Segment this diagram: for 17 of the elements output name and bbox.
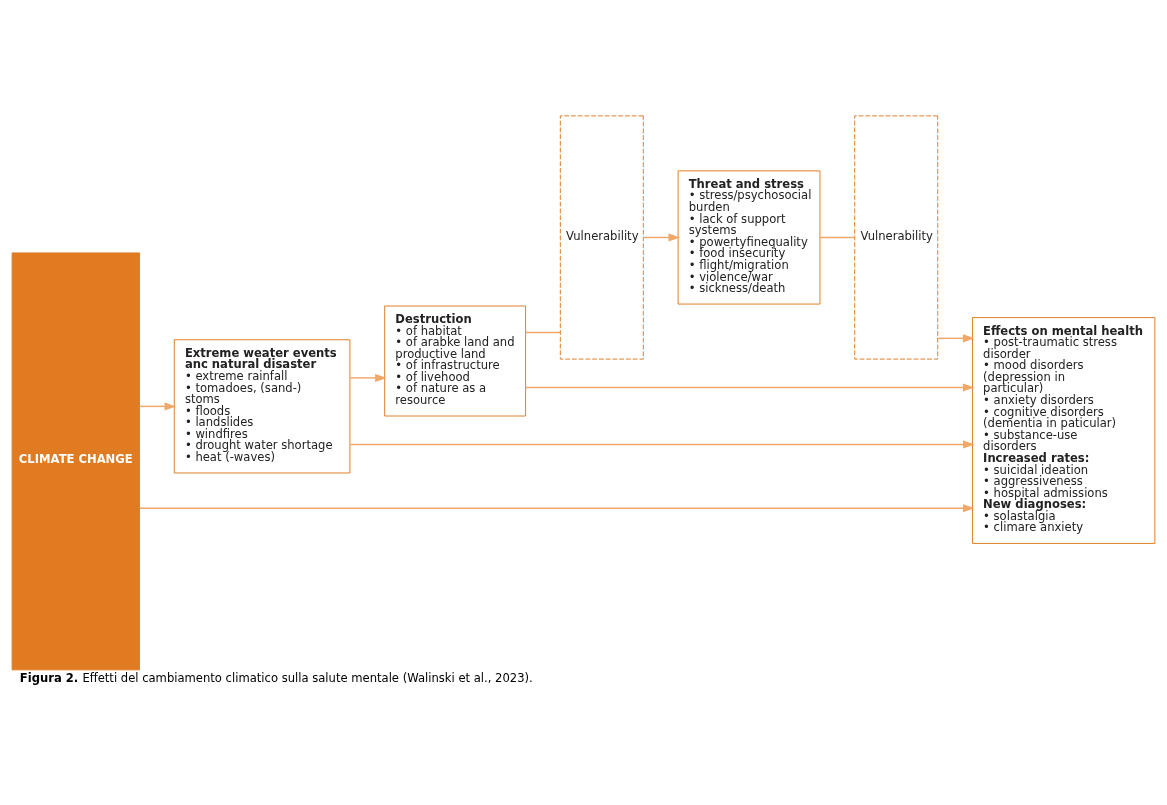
node-box: Vulnerability <box>854 114 939 360</box>
arrow <box>525 383 975 392</box>
arrow <box>139 503 975 512</box>
arrow <box>138 401 177 410</box>
arrow <box>349 439 975 449</box>
node-box: CLIMATE CHANGE <box>11 251 140 670</box>
node-box: Effects on mental health • post-traumatic stress disorder • mood disorders (depression in particular) • anxiety disorders • cognitive disorders (dementia in paticular) • substance-use disorders Increased rates: • suicidal ideation • aggressiveness • hospital admissions New diagnoses: • solastalgia • climare anxiety <box>972 316 1156 544</box>
arrow <box>642 232 681 242</box>
caption: Figura 2. Effetti del cambiamento climatico sulla salute mentale (Walinski et al., 2023). <box>19 670 533 685</box>
node-box: Destruction • of habitat • of arabke land and productive land • of infrastructure • of livehood • of nature as a resource <box>384 305 527 416</box>
arrow <box>349 373 387 382</box>
connector <box>525 331 561 333</box>
arrow <box>937 333 975 342</box>
connector <box>819 236 856 238</box>
node-box: Threat and stress • stress/psychosocial burden • lack of support systems • powertyfinequality • food insecurity • flight/migration • violence/war • sickness/death <box>677 169 821 305</box>
node-box: Vulnerability <box>559 114 644 360</box>
node-box: Extreme weater events anc natural disaster • extreme rainfall • tomadoes, (sand-) stoms • floods • landslides • windfires • drought water shortage • heat (-waves) <box>173 338 351 473</box>
